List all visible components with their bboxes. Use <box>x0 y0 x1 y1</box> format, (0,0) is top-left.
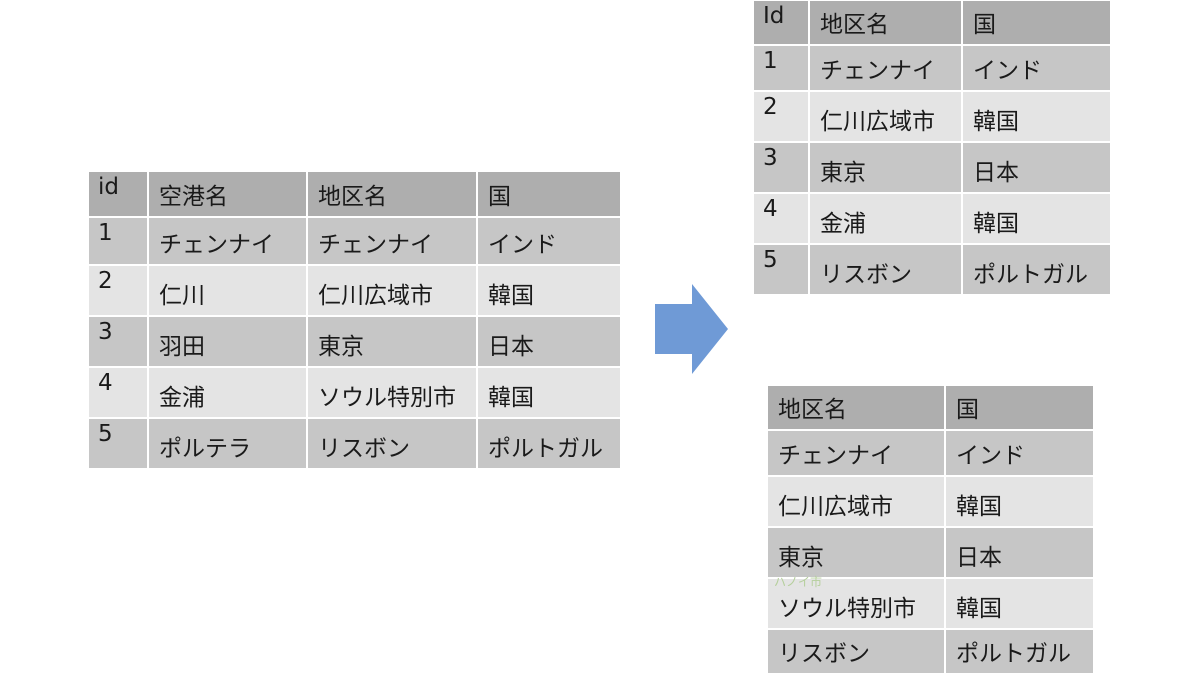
table-cell: インド <box>478 218 620 264</box>
table-cell: 日本 <box>946 528 1093 577</box>
table-cell: 仁川広域市 <box>810 92 961 141</box>
table-cell: 5 <box>89 419 147 468</box>
header-cell: 空港名 <box>149 172 306 216</box>
table-cell: 日本 <box>963 143 1110 192</box>
table-cell: 日本 <box>478 317 620 366</box>
header-cell: 地区名 <box>810 1 961 44</box>
right-arrow-icon <box>655 284 728 374</box>
table-cell: 3 <box>754 143 808 192</box>
table-cell: 2 <box>754 92 808 141</box>
table-cell: 仁川広域市 <box>308 266 476 315</box>
table-cell: 1 <box>754 46 808 90</box>
table-cell: 仁川広域市 <box>768 477 944 526</box>
table-cell: ソウル特別市 <box>768 579 944 628</box>
table-cell: 韓国 <box>478 266 620 315</box>
table-cell: 4 <box>89 368 147 417</box>
table-cell: 東京 <box>768 528 944 577</box>
header-cell: id <box>89 172 147 216</box>
table-cell: 1 <box>89 218 147 264</box>
table-cell: インド <box>946 431 1093 475</box>
table-cell: ソウル特別市 <box>308 368 476 417</box>
table-cell: 東京 <box>810 143 961 192</box>
table-cell: チェンナイ <box>810 46 961 90</box>
header-cell: 地区名 <box>308 172 476 216</box>
table-cell: リスボン <box>308 419 476 468</box>
table-cell: ポルテラ <box>149 419 306 468</box>
table-cell: 韓国 <box>946 579 1093 628</box>
table-cell: リスボン <box>768 630 944 673</box>
table-cell: ポルトガル <box>963 245 1110 294</box>
header-cell: 国 <box>478 172 620 216</box>
table-cell: 3 <box>89 317 147 366</box>
table-cell: インド <box>963 46 1110 90</box>
header-cell: 国 <box>946 386 1093 429</box>
table-cell: リスボン <box>810 245 961 294</box>
table-cell: 金浦 <box>810 194 961 243</box>
header-cell: Id <box>754 1 808 44</box>
table-cell: 5 <box>754 245 808 294</box>
table-cell: 2 <box>89 266 147 315</box>
table-cell: 韓国 <box>963 194 1110 243</box>
table-cell: 仁川 <box>149 266 306 315</box>
header-cell: 地区名 <box>768 386 944 429</box>
result-top-table: Id 地区名 国 1 チェンナイ インド 2 仁川広域市 韓国 3 東京 日本 … <box>754 1 1110 294</box>
table-cell: 韓国 <box>478 368 620 417</box>
table-cell: 韓国 <box>946 477 1093 526</box>
table-cell: 4 <box>754 194 808 243</box>
table-cell: ポルトガル <box>478 419 620 468</box>
table-cell: 羽田 <box>149 317 306 366</box>
source-table: id 空港名 地区名 国 1 チェンナイ チェンナイ インド 2 仁川 仁川広域… <box>89 172 620 468</box>
table-cell: 韓国 <box>963 92 1110 141</box>
header-cell: 国 <box>963 1 1110 44</box>
result-bottom-table: 地区名 国 チェンナイ インド 仁川広域市 韓国 東京 日本 ソウル特別市 韓国… <box>768 386 1093 673</box>
table-cell: チェンナイ <box>149 218 306 264</box>
table-cell: 東京 <box>308 317 476 366</box>
table-cell: 金浦 <box>149 368 306 417</box>
table-cell: チェンナイ <box>308 218 476 264</box>
table-cell: チェンナイ <box>768 431 944 475</box>
overlay-note: ハノイ市 <box>774 575 823 589</box>
table-cell: ポルトガル <box>946 630 1093 673</box>
